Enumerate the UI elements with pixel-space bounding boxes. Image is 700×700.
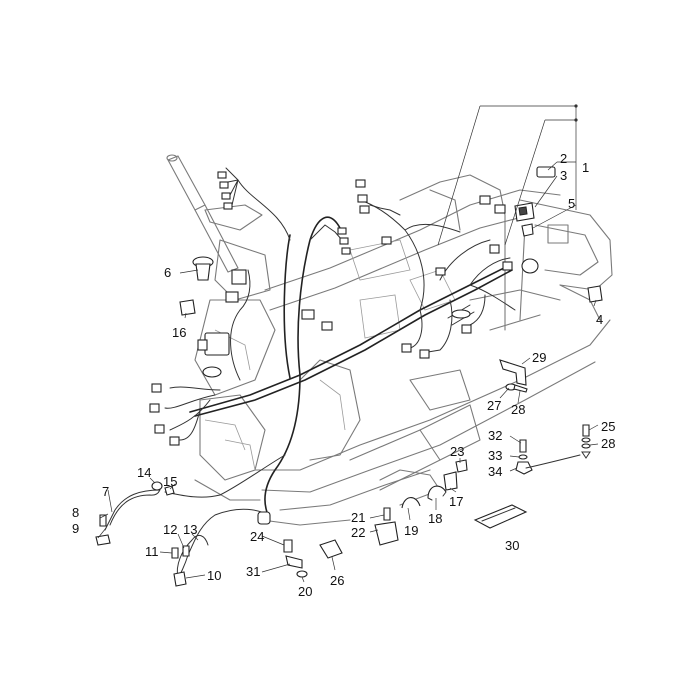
callout-15: 15 (163, 474, 177, 489)
part-9-sensor (95, 534, 111, 546)
callout-12: 12 (163, 522, 177, 537)
harness-connectors (149, 171, 539, 525)
callout-13: 13 (183, 522, 197, 537)
callout-19: 19 (404, 523, 418, 538)
callout-33: 33 (488, 448, 502, 463)
callout-23: 23 (450, 444, 464, 459)
part-10-sensor (173, 571, 187, 587)
part-23-sensor (455, 459, 468, 473)
part-18-band (427, 485, 447, 499)
callout-8: 8 (72, 505, 79, 520)
callout-9: 9 (72, 521, 79, 536)
callout-26: 26 (330, 573, 344, 588)
part-13-cable (176, 534, 209, 579)
part-28-bolt (513, 384, 528, 393)
callout-6: 6 (164, 265, 171, 280)
callout-3: 3 (560, 168, 567, 183)
callout-29: 29 (532, 350, 546, 365)
part-12-screw (182, 545, 190, 557)
part-2-cover (536, 166, 556, 178)
callout-18: 18 (428, 511, 442, 526)
callout-32: 32 (488, 428, 502, 443)
part-29-bracket (499, 359, 527, 386)
part-30-panel (473, 504, 528, 529)
part-15-clip (164, 485, 175, 496)
callout-28-left: 28 (511, 402, 525, 417)
part-19-band (401, 497, 421, 509)
part-14-grommet (151, 481, 163, 491)
part-16-clip (179, 299, 196, 316)
callout-31: 31 (246, 564, 260, 579)
wiring-harness (104, 167, 516, 579)
callout-2: 2 (560, 151, 567, 166)
callout-7: 7 (102, 484, 109, 499)
part-5-terminal (521, 223, 534, 237)
part-25-screw (582, 424, 590, 437)
part-32-screw (519, 439, 527, 453)
leader-lines (97, 104, 599, 583)
part-4-clip (587, 285, 603, 303)
callout-28-right: 28 (601, 436, 615, 451)
part-24-screw (283, 539, 293, 553)
part-34-clamp (515, 461, 533, 475)
callout-24: 24 (250, 529, 264, 544)
callout-17: 17 (449, 494, 463, 509)
part-20-washer (296, 570, 308, 578)
callout-20: 20 (298, 584, 312, 599)
part-26-clip (319, 539, 343, 559)
part-11-screw (171, 547, 179, 559)
callout-21: 21 (351, 510, 365, 525)
part-31-bracket (285, 555, 303, 569)
callout-11: 11 (145, 544, 159, 559)
callout-25: 25 (601, 419, 615, 434)
part-22-bracket (374, 521, 399, 546)
callout-27: 27 (487, 398, 501, 413)
callout-5: 5 (568, 196, 575, 211)
exploded-parts (95, 166, 603, 587)
callout-34: 34 (488, 464, 502, 479)
callout-16: 16 (172, 325, 186, 340)
callout-labels: 1 2 3 4 5 6 7 8 9 10 11 12 13 14 15 16 1… (72, 151, 615, 599)
callout-10: 10 (207, 568, 221, 583)
part-21-screw (383, 507, 391, 521)
part-17-connector (443, 471, 458, 491)
callout-1: 1 (582, 160, 589, 175)
part-8-screw (99, 514, 107, 527)
callout-22: 22 (351, 525, 365, 540)
scooter-frame (166, 154, 613, 526)
callout-4: 4 (596, 312, 603, 327)
callout-14: 14 (137, 465, 151, 480)
callout-30: 30 (505, 538, 519, 553)
